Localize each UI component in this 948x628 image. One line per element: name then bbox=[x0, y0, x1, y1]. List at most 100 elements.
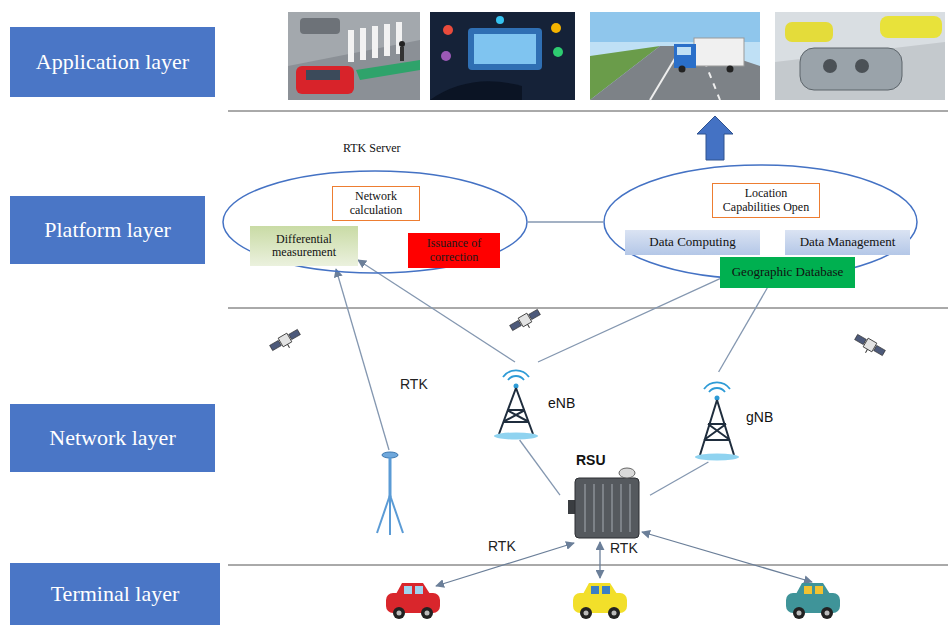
layer-box: Application layer bbox=[10, 27, 215, 97]
unit-name: RSU bbox=[576, 453, 606, 468]
car bbox=[602, 586, 610, 594]
car bbox=[797, 611, 802, 616]
car bbox=[612, 611, 617, 616]
gnb-tower bbox=[700, 400, 734, 455]
link-label: RTK bbox=[608, 540, 640, 556]
app-photo-autonomous-car bbox=[823, 59, 837, 73]
base-station: gNB bbox=[688, 372, 790, 462]
server-ellipse: RTK ServerNetwork calculationDifferentia… bbox=[222, 170, 528, 274]
function-label: Differential measurement bbox=[254, 233, 354, 259]
app-photo-cockpit bbox=[496, 16, 504, 24]
app-photo-cockpit bbox=[443, 25, 453, 35]
rsu-device bbox=[575, 478, 639, 538]
rsu-device bbox=[593, 484, 595, 532]
gnb-tower bbox=[715, 396, 720, 401]
app-photo-cockpit bbox=[553, 47, 563, 57]
connector bbox=[650, 462, 708, 495]
function-box: Network calculation bbox=[332, 186, 420, 221]
app-photo-crossing bbox=[300, 18, 340, 34]
satellite bbox=[509, 308, 544, 336]
app-photo-cockpit bbox=[430, 81, 522, 100]
satellite bbox=[278, 333, 292, 347]
rtk-link bbox=[336, 269, 389, 450]
app-photo-autonomous-car bbox=[880, 16, 942, 38]
layer-box: Network layer bbox=[10, 404, 215, 472]
connector bbox=[520, 440, 560, 495]
function-box: Data Management bbox=[785, 230, 910, 255]
station-name: eNB bbox=[548, 396, 575, 411]
car bbox=[584, 611, 589, 616]
car bbox=[397, 611, 402, 616]
gnb-tower bbox=[704, 382, 730, 389]
connector bbox=[719, 288, 768, 372]
app-photo-autonomous-car bbox=[775, 12, 945, 100]
connector bbox=[528, 221, 603, 222]
app-photo-cockpit bbox=[474, 34, 536, 64]
satellite bbox=[528, 324, 530, 327]
car bbox=[583, 583, 617, 594]
app-photo-autonomous-car bbox=[855, 59, 869, 73]
app-photo-highway bbox=[727, 66, 734, 73]
car-link bbox=[642, 532, 812, 582]
app-photo-cockpit bbox=[430, 12, 575, 100]
app-photo-crossing bbox=[296, 66, 354, 94]
car bbox=[793, 607, 805, 619]
app-photo-cockpit bbox=[430, 12, 575, 100]
gnb-tower bbox=[695, 382, 739, 460]
base-station: eNB bbox=[492, 362, 584, 440]
satellite bbox=[874, 345, 886, 355]
function-box: Data Computing bbox=[625, 230, 760, 255]
layer-box: Terminal layer bbox=[10, 563, 220, 625]
roadside-unit: RSU bbox=[560, 452, 650, 548]
layer-name: Network layer bbox=[49, 426, 175, 450]
app-photo-crossing bbox=[356, 60, 420, 80]
app-photo-autonomous-car bbox=[800, 48, 902, 90]
layer-divider bbox=[228, 111, 948, 565]
app-photo-crossing bbox=[288, 12, 420, 100]
rtk-base-station bbox=[377, 452, 403, 535]
enb-tower bbox=[508, 376, 524, 380]
function-label: Geographic Database bbox=[732, 265, 844, 279]
app-photo-cockpit bbox=[468, 28, 542, 70]
enb-tower bbox=[494, 433, 538, 440]
app-photo-highway bbox=[694, 38, 744, 66]
car bbox=[393, 607, 405, 619]
satellite bbox=[269, 328, 304, 356]
rsu-device bbox=[611, 484, 613, 532]
app-photo-crossing bbox=[348, 30, 354, 62]
satellite bbox=[852, 333, 887, 361]
app-photo-autonomous-car bbox=[785, 22, 833, 42]
car-link bbox=[436, 532, 812, 586]
database-box: Geographic Database bbox=[720, 257, 855, 288]
enb-tower bbox=[503, 370, 529, 377]
app-photo-highway bbox=[590, 12, 760, 100]
gnb-tower bbox=[709, 388, 725, 392]
satellite bbox=[518, 313, 532, 327]
rsu-device bbox=[602, 484, 604, 532]
app-photo-autonomous-car bbox=[775, 12, 945, 100]
layer-box: Platform layer bbox=[10, 196, 205, 264]
satellite bbox=[529, 309, 541, 319]
app-photo-crossing bbox=[399, 41, 405, 47]
rsu-device bbox=[619, 468, 635, 478]
app-photo-autonomous-car bbox=[775, 42, 945, 100]
car bbox=[786, 583, 840, 619]
app-photo-highway bbox=[677, 47, 691, 55]
app-photo-cockpit bbox=[551, 23, 561, 33]
satellite bbox=[270, 340, 282, 350]
app-photo-crossing bbox=[306, 70, 340, 80]
car bbox=[815, 586, 823, 594]
layer-divider bbox=[228, 111, 948, 112]
app-photo-cockpit bbox=[441, 51, 451, 61]
upload-arrow bbox=[697, 116, 733, 160]
enb-tower bbox=[494, 370, 538, 439]
rtk-base-station bbox=[390, 495, 403, 533]
layer-divider bbox=[228, 308, 948, 309]
rsu-device bbox=[568, 468, 639, 538]
car bbox=[415, 586, 423, 594]
connector bbox=[538, 279, 720, 362]
function-label: Network calculation bbox=[337, 190, 415, 216]
function-label: Location Capabilities Open bbox=[717, 187, 815, 213]
